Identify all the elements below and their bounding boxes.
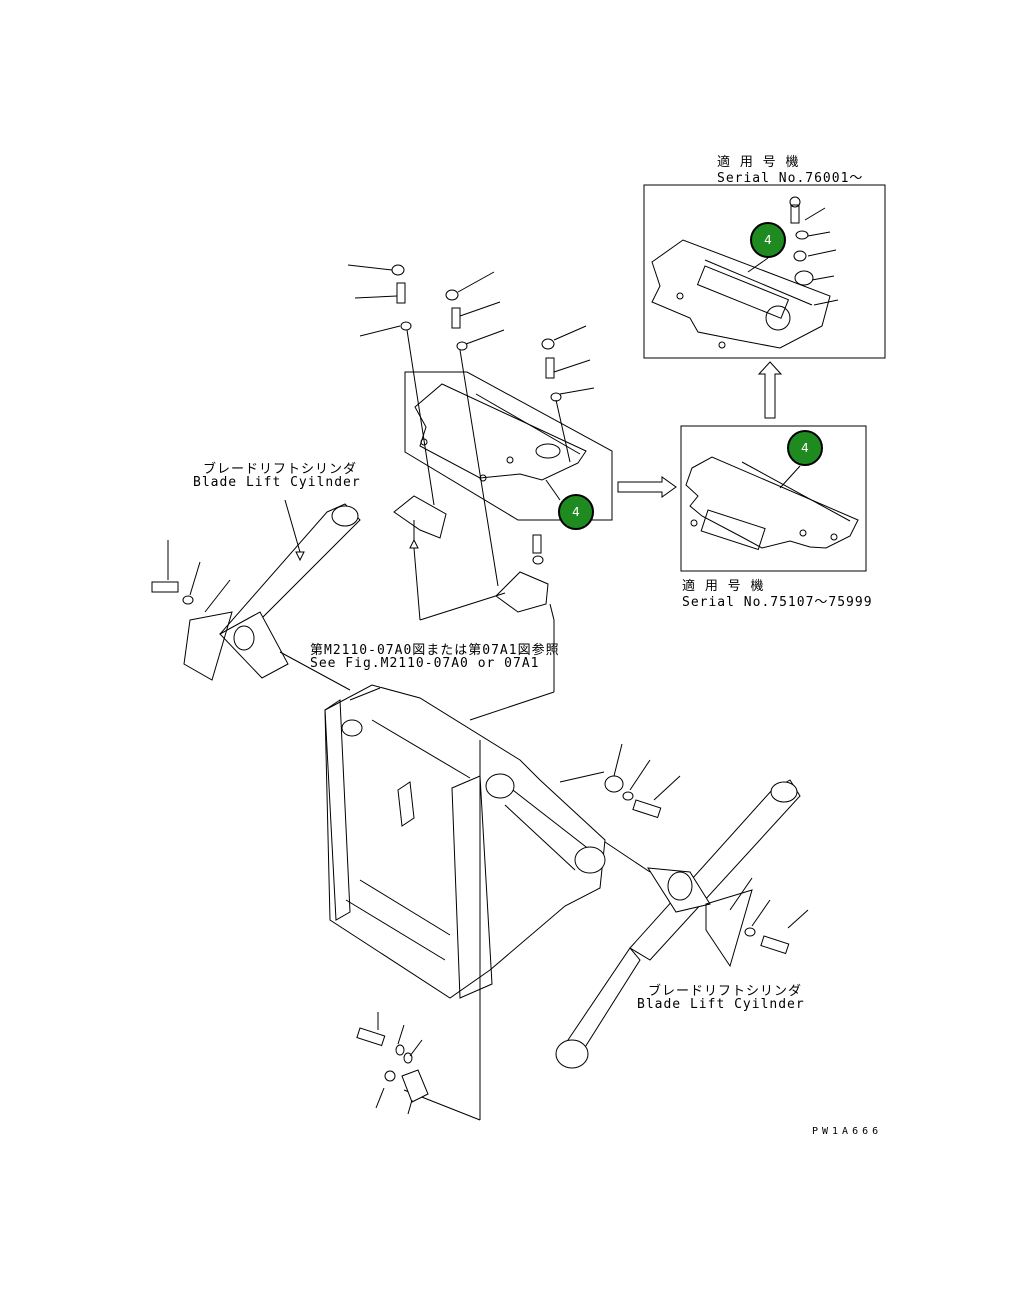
reference-label-jp: 第M2110-07A0図または第07A1図参照 <box>310 643 560 658</box>
fasteners-bottom <box>356 1012 429 1115</box>
figure-code: PW1A666 <box>812 1126 883 1137</box>
up-arrow-icon <box>757 361 783 419</box>
cover-panel-mid <box>685 456 859 551</box>
cylinder-label-right-en: Blade Lift Cyilnder <box>637 997 805 1012</box>
blade-lift-cylinder-right <box>555 771 809 1069</box>
cover-panel-top <box>651 196 839 349</box>
cylinder-label-right-jp: ブレードリフトシリンダ <box>648 984 803 999</box>
serial-label-top-jp: 適 用 号 機 <box>717 155 800 170</box>
inset-box-mid <box>680 425 867 572</box>
serial-label-top-en: Serial No.76001～ <box>717 171 864 186</box>
reference-label-en: See Fig.M2110-07A0 or 07A1 <box>310 656 540 671</box>
brackets <box>393 495 549 621</box>
right-arrow-icon <box>617 476 677 498</box>
callout-4-top[interactable]: 4 <box>750 222 786 258</box>
cylinder-label-left-en: Blade Lift Cyilnder <box>193 475 361 490</box>
blade-lift-cylinder-left <box>151 499 361 691</box>
cylinder-label-left-jp: ブレードリフトシリンダ <box>203 462 358 477</box>
serial-label-mid-jp: 適 用 号 機 <box>682 579 765 594</box>
main-frame <box>324 603 606 1121</box>
fasteners-right <box>604 743 681 819</box>
serial-label-mid-en: Serial No.75107～75999 <box>682 595 873 610</box>
callout-4-main[interactable]: 4 <box>558 494 594 530</box>
callout-4-mid[interactable]: 4 <box>787 430 823 466</box>
inset-box-top <box>643 184 886 359</box>
fasteners-main <box>347 264 595 587</box>
